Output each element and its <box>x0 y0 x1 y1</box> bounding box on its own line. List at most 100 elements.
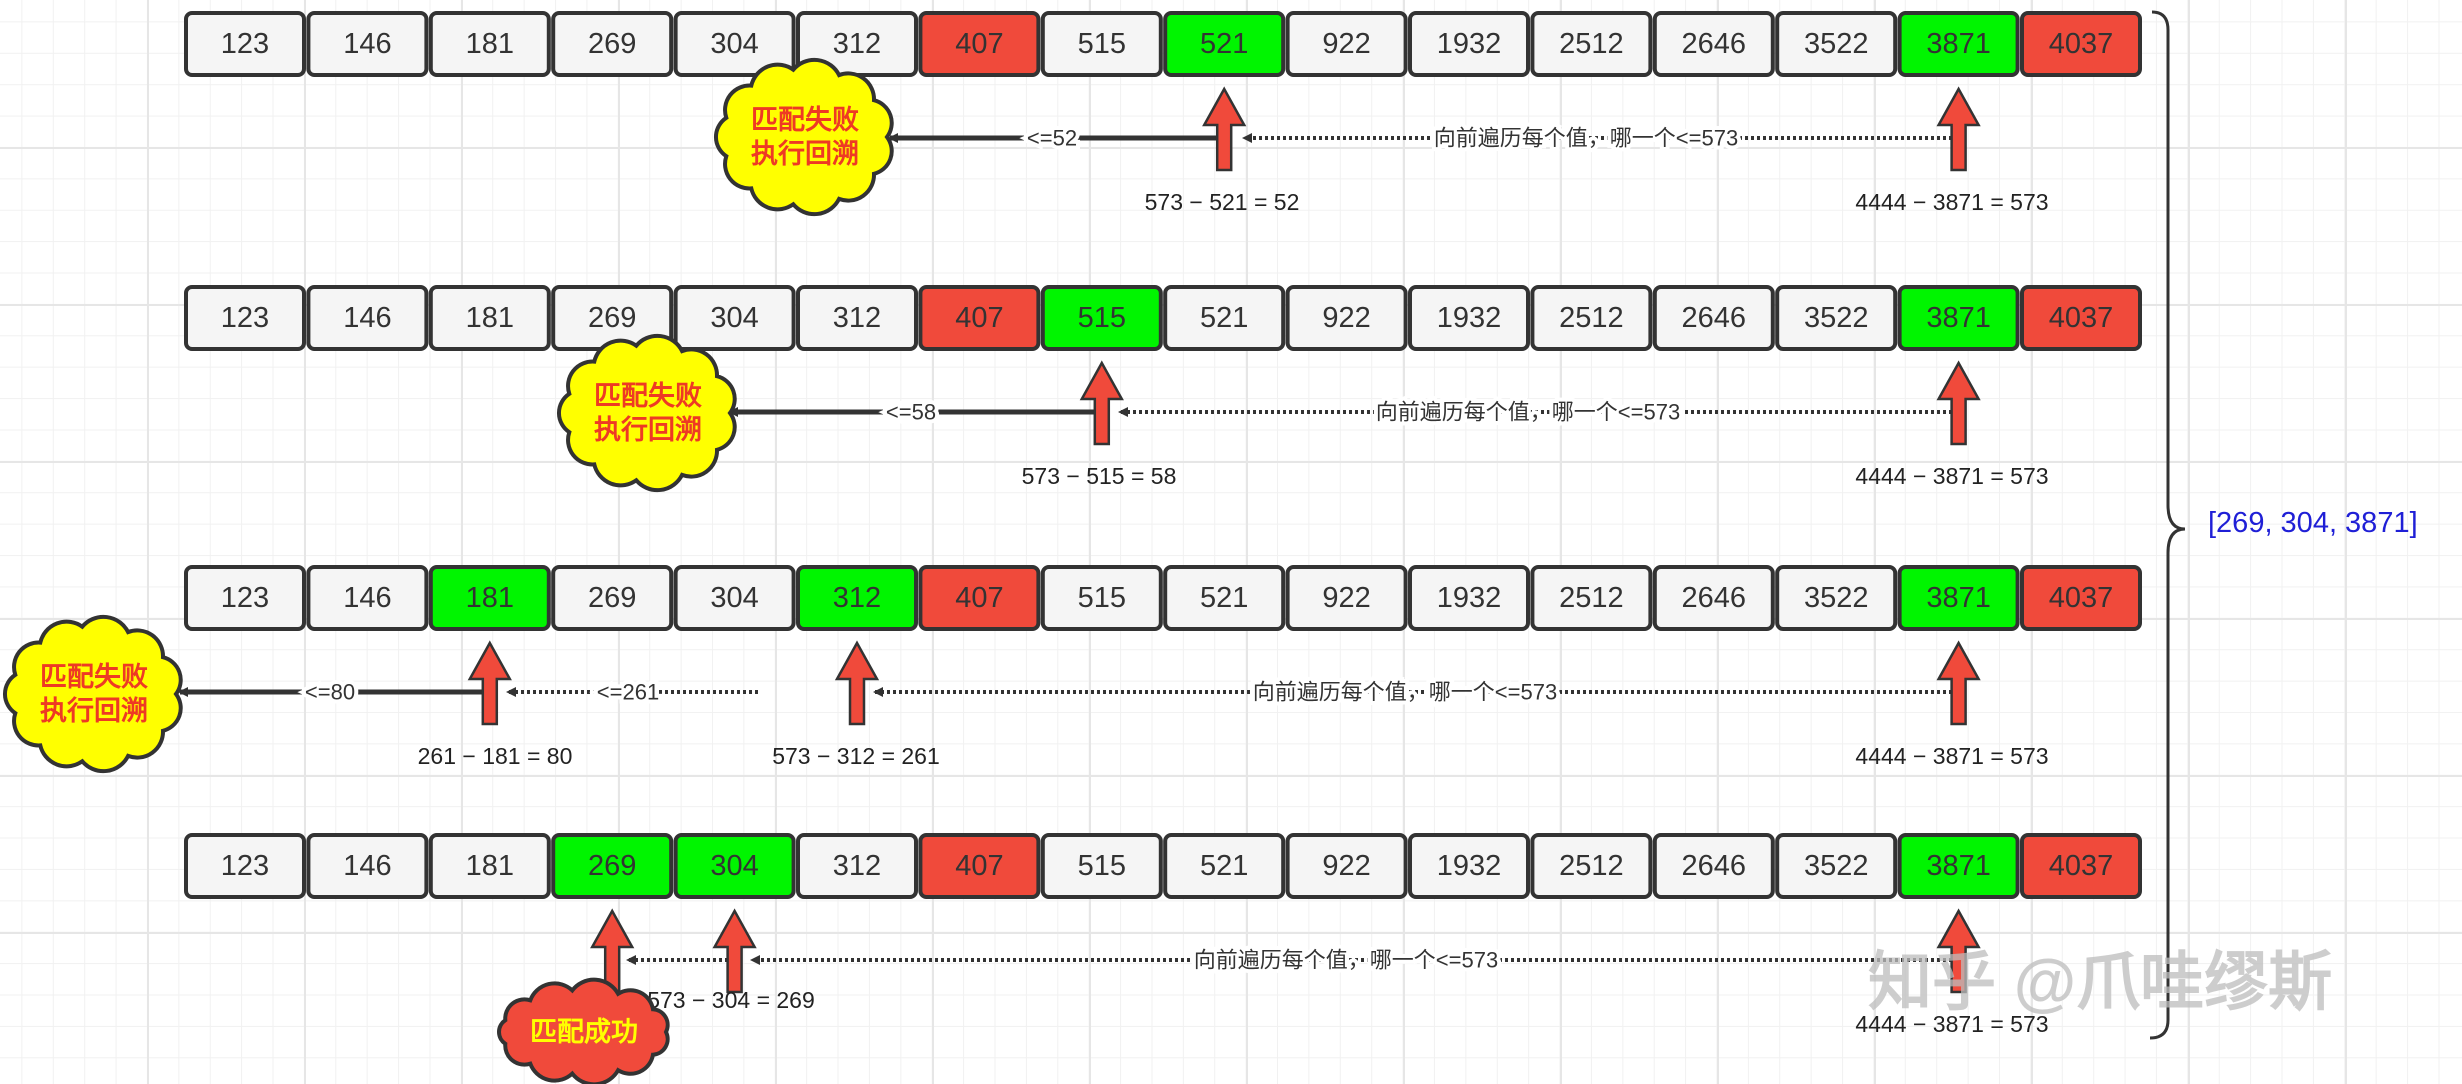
cell-value: 312 <box>833 850 881 882</box>
cell-box <box>428 833 551 899</box>
cell-box <box>796 565 918 631</box>
cell-box <box>673 285 796 351</box>
pointer-up-arrow-icon <box>1202 86 1247 172</box>
cell-value: 515 <box>1078 28 1126 60</box>
cell-box <box>184 565 306 631</box>
cell-value: 146 <box>343 582 391 614</box>
array-cell: 181 <box>428 11 551 77</box>
cloud-shape <box>497 977 670 1084</box>
cell-value: 4037 <box>2049 302 2114 334</box>
cell-value: 2512 <box>1559 302 1624 334</box>
array-cell: 146 <box>306 565 429 631</box>
array-cell: 922 <box>1285 833 1408 899</box>
cell-value: 2512 <box>1559 582 1624 614</box>
cell-box <box>306 833 429 899</box>
cell-box <box>1163 285 1286 351</box>
array-cell: 3522 <box>1775 565 1898 631</box>
equation-label: 4444 − 3871 = 573 <box>1855 189 2048 215</box>
pointer-up-arrow-icon <box>467 640 512 726</box>
array-cell: 123 <box>184 285 306 351</box>
pointer-up-arrow-icon <box>1079 360 1124 446</box>
cell-box <box>1652 565 1775 631</box>
array-cell: 2512 <box>1530 565 1653 631</box>
cell-value: 3871 <box>1926 302 1991 334</box>
result-text: [269, 304, 3871] <box>2208 507 2418 539</box>
cell-value: 407 <box>955 302 1003 334</box>
cell-box <box>428 565 551 631</box>
cell-value: 181 <box>466 850 514 882</box>
array-cell: 407 <box>918 285 1041 351</box>
cell-value: 407 <box>955 582 1003 614</box>
cell-value: 312 <box>833 302 881 334</box>
cell-value: 4037 <box>2049 28 2114 60</box>
cell-value: 922 <box>1322 582 1370 614</box>
cell-value: 521 <box>1200 850 1248 882</box>
array-cell: 2646 <box>1652 285 1775 351</box>
cell-value: 269 <box>588 850 636 882</box>
line-label: 向前遍历每个值，哪一个<=573 <box>1194 948 1498 973</box>
array-cell: 312 <box>796 565 918 631</box>
array-cell: 3871 <box>1897 285 2020 351</box>
cloud-shape <box>556 333 737 493</box>
cell-value: 515 <box>1078 302 1126 334</box>
cell-box <box>1408 285 1530 351</box>
line-label: 向前遍历每个值，哪一个<=573 <box>1376 400 1680 425</box>
cell-box <box>1897 285 2020 351</box>
equation-label: 573 − 312 = 261 <box>772 743 940 769</box>
cloud-shape <box>2 614 183 774</box>
cell-box <box>551 11 674 77</box>
cell-box <box>2020 833 2142 899</box>
cell-value: 304 <box>710 582 758 614</box>
array-cell: 181 <box>428 833 551 899</box>
cell-box <box>1897 833 2020 899</box>
array-cell: 3522 <box>1775 833 1898 899</box>
cell-value: 521 <box>1200 582 1248 614</box>
cell-box <box>428 11 551 77</box>
equation-label: 4444 − 3871 = 573 <box>1855 463 2048 489</box>
cell-box <box>918 833 1041 899</box>
cell-value: 304 <box>710 302 758 334</box>
array-cell: 146 <box>306 11 429 77</box>
cell-box <box>1652 285 1775 351</box>
cell-box <box>1775 11 1898 77</box>
cell-box <box>1285 11 1408 77</box>
cell-value: 3522 <box>1804 582 1869 614</box>
cell-value: 2646 <box>1682 302 1747 334</box>
line-label: <=52 <box>1027 126 1077 151</box>
cell-box <box>306 285 429 351</box>
cell-box <box>1652 11 1775 77</box>
cell-box <box>1285 285 1408 351</box>
cell-value: 922 <box>1322 302 1370 334</box>
cell-value: 269 <box>588 302 636 334</box>
cell-box <box>2020 285 2142 351</box>
array-cell: 922 <box>1285 11 1408 77</box>
array-cell: 515 <box>1040 833 1163 899</box>
cell-box <box>306 565 429 631</box>
cell-box <box>1408 833 1530 899</box>
cell-value: 146 <box>343 28 391 60</box>
cell-value: 2646 <box>1682 28 1747 60</box>
equation-label: 4444 − 3871 = 573 <box>1855 743 2048 769</box>
array-cell: 304 <box>673 11 796 77</box>
array-cell: 4037 <box>2020 11 2142 77</box>
array-cell: 521 <box>1163 285 1286 351</box>
cloud-text: 匹配失败 <box>594 381 702 411</box>
cloud-shape <box>713 57 894 217</box>
cell-box <box>673 565 796 631</box>
cloud-text: 匹配失败 <box>40 662 148 692</box>
cell-box <box>1408 565 1530 631</box>
cell-value: 181 <box>466 28 514 60</box>
cell-value: 123 <box>221 28 269 60</box>
cell-value: 4037 <box>2049 582 2114 614</box>
cell-value: 521 <box>1200 28 1248 60</box>
cell-box <box>551 565 674 631</box>
watermark: 知乎 @爪哇缪斯 <box>1868 946 2332 1018</box>
cell-box <box>918 285 1041 351</box>
cell-box <box>428 285 551 351</box>
